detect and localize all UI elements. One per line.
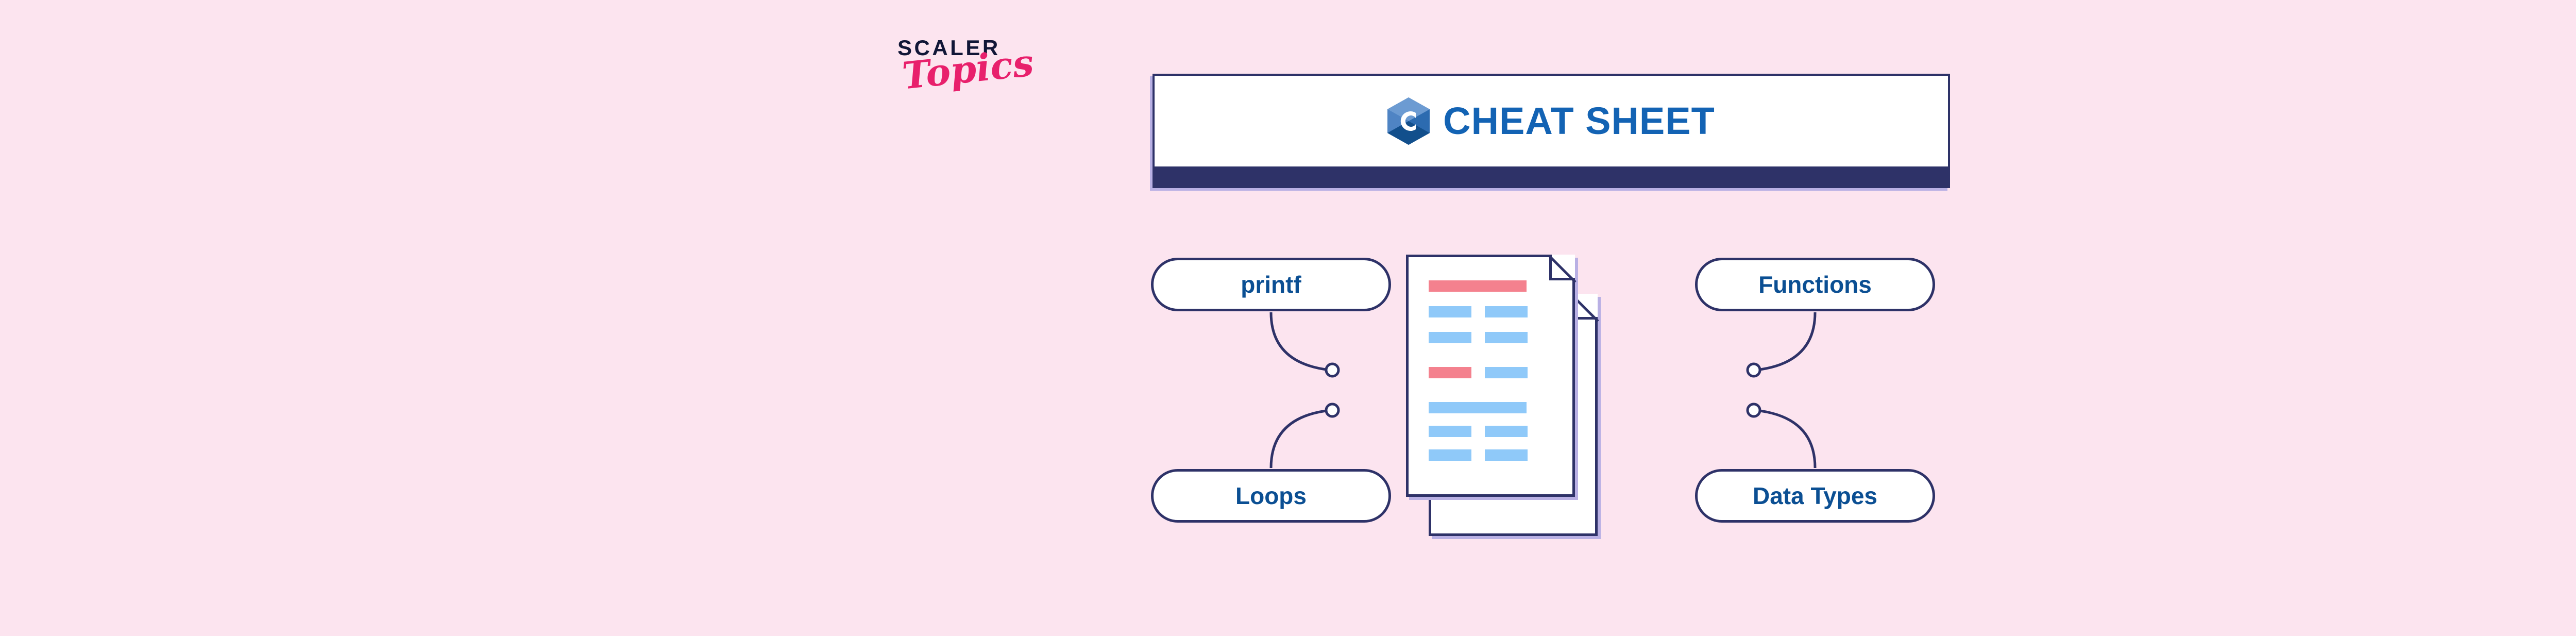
doc-bar xyxy=(1485,332,1528,343)
doc-row xyxy=(1429,280,1527,292)
brand-wordmark-scaler: SCALER xyxy=(897,36,1001,60)
banner-box xyxy=(1153,74,1950,169)
connector-loops xyxy=(1269,409,1331,468)
doc-bar xyxy=(1429,332,1471,343)
doc-bar xyxy=(1429,280,1527,292)
connector-dot-loops xyxy=(1325,403,1340,418)
banner-underline xyxy=(1153,169,1950,188)
cheat-sheet-diagram: printf Functions Loops Data Types xyxy=(1123,216,1989,598)
doc-bar xyxy=(1429,367,1471,378)
topic-pill-label: printf xyxy=(1241,271,1301,298)
topic-pill-label: Functions xyxy=(1758,271,1872,298)
connector-lines xyxy=(1269,312,1817,468)
doc-row xyxy=(1429,449,1528,461)
stacked-document-icon xyxy=(1404,253,1641,572)
topic-pill-label: Loops xyxy=(1235,482,1307,509)
connector-functions xyxy=(1755,312,1817,372)
connector-dot-data-types xyxy=(1746,403,1761,418)
doc-row xyxy=(1429,426,1528,437)
topic-pill-functions[interactable]: Functions xyxy=(1695,258,1935,311)
cheat-sheet-banner: CHEAT SHEET xyxy=(1150,74,1950,191)
doc-row xyxy=(1429,306,1528,317)
c-language-hexagon-icon xyxy=(1387,97,1430,145)
document-content-lines xyxy=(1406,255,1575,497)
connector-data-types xyxy=(1755,409,1817,468)
doc-bar xyxy=(1485,449,1528,461)
topic-pill-data-types[interactable]: Data Types xyxy=(1695,469,1935,523)
cheat-sheet-title: CHEAT SHEET xyxy=(1443,99,1715,142)
topic-pill-label: Data Types xyxy=(1752,482,1878,509)
doc-row xyxy=(1429,402,1527,413)
topic-pill-printf[interactable]: printf xyxy=(1151,258,1391,311)
doc-bar xyxy=(1429,402,1527,413)
doc-row xyxy=(1429,332,1528,343)
topic-pill-loops[interactable]: Loops xyxy=(1151,469,1391,523)
connector-printf xyxy=(1269,312,1331,372)
banner-content: CHEAT SHEET xyxy=(1153,74,1950,169)
doc-bar xyxy=(1429,426,1471,437)
doc-row xyxy=(1429,367,1528,378)
doc-bar xyxy=(1429,449,1471,461)
brand-wordmark-topics: Topics xyxy=(900,40,1036,98)
doc-bar xyxy=(1485,426,1528,437)
doc-bar xyxy=(1485,367,1528,378)
doc-bar xyxy=(1429,306,1471,317)
scaler-topics-logo: SCALER Topics xyxy=(894,37,1064,135)
connector-dot-printf xyxy=(1325,362,1340,378)
connector-dot-functions xyxy=(1746,362,1761,378)
doc-bar xyxy=(1485,306,1528,317)
